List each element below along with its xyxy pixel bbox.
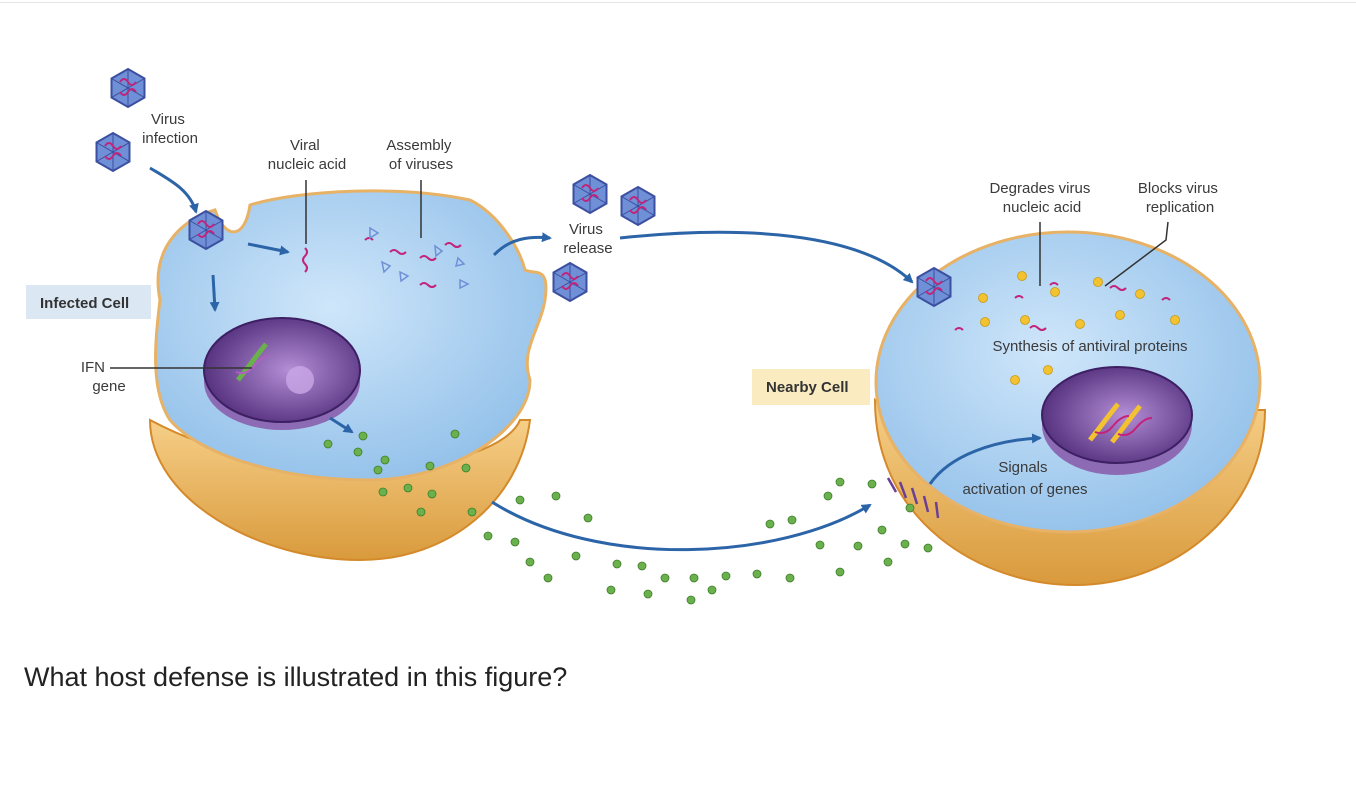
virus-icon bbox=[916, 267, 952, 307]
virus-icon bbox=[95, 132, 131, 172]
question-text: What host defense is illustrated in this… bbox=[24, 662, 568, 692]
arrow-ifn-out bbox=[329, 416, 354, 434]
virus-icon bbox=[188, 210, 224, 250]
arrow-ifn-travel bbox=[491, 500, 872, 552]
arrow-entry bbox=[247, 242, 290, 256]
nearby-cell-tag bbox=[752, 369, 870, 405]
arrow-signals bbox=[928, 433, 1042, 485]
degraded-rna bbox=[954, 282, 1171, 331]
nearby-cell bbox=[873, 230, 1267, 587]
activated-genes-strand bbox=[1094, 415, 1153, 437]
antiviral-proteins bbox=[978, 271, 1180, 385]
arrow-infection bbox=[149, 166, 199, 214]
interferon-molecules bbox=[323, 429, 933, 605]
label-viral-nucleic-acid: Viral nucleic acid bbox=[268, 137, 346, 173]
label-degrades-virus: Degrades virus nucleic acid bbox=[989, 180, 1094, 216]
nearby-nucleus bbox=[1041, 366, 1193, 464]
virus-icon bbox=[552, 262, 588, 302]
label-signals-activation: Signals activation of genes bbox=[962, 459, 1087, 498]
label-virus-infection: Virus infection bbox=[142, 111, 198, 147]
viral-rna-fragments bbox=[302, 237, 462, 288]
label-virus-release: Virus release bbox=[563, 221, 612, 257]
virus-icon bbox=[110, 68, 146, 108]
process-arrows bbox=[149, 166, 1042, 552]
label-synthesis-antiviral-proteins: Synthesis of antiviral proteins bbox=[992, 338, 1187, 355]
arrow-release bbox=[492, 232, 552, 257]
arrow-to-nearby-cell bbox=[619, 230, 914, 284]
label-nearby-cell: Nearby Cell bbox=[766, 379, 849, 396]
interferon-diagram: Virus infection Viral nucleic acid Assem… bbox=[26, 68, 1267, 605]
viral-capsid-fragments bbox=[369, 226, 470, 290]
infected-nucleus bbox=[203, 317, 361, 423]
nucleolus bbox=[286, 366, 314, 394]
label-blocks-virus: Blocks virus replication bbox=[1138, 180, 1222, 216]
ifn-gene-dna bbox=[236, 342, 268, 382]
ifn-receptors bbox=[886, 477, 940, 519]
label-infected-cell: Infected Cell bbox=[40, 295, 129, 312]
virus-icon bbox=[572, 174, 608, 214]
top-divider bbox=[0, 2, 1356, 3]
label-assembly-of-viruses: Assembly of viruses bbox=[386, 137, 455, 173]
leader-lines bbox=[110, 180, 1169, 369]
virus-icon bbox=[620, 186, 656, 226]
activated-genes bbox=[1088, 402, 1142, 444]
label-ifn-gene: IFN gene bbox=[81, 359, 126, 395]
ifn-gene-dna-strand bbox=[235, 355, 271, 375]
infected-cell-tag bbox=[26, 285, 151, 319]
infected-cell bbox=[148, 189, 548, 562]
arrow-to-nucleus bbox=[209, 274, 220, 312]
